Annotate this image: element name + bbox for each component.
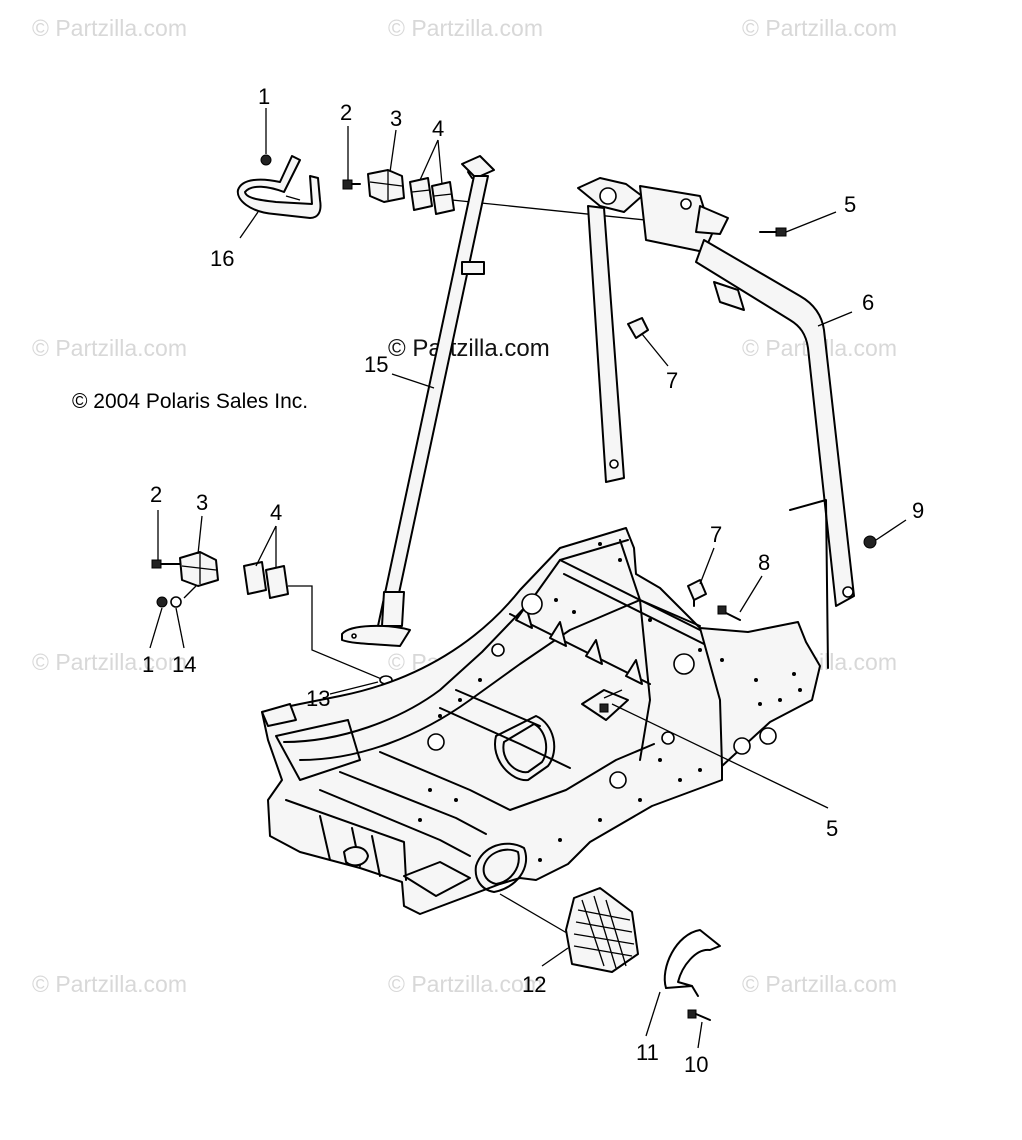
washer-part-14	[170, 596, 182, 608]
callout-9: 9	[912, 498, 924, 523]
callout-leaders	[149, 108, 907, 1049]
steering-post-part-15	[341, 155, 495, 647]
callout-4: 4	[432, 116, 444, 141]
callout-2: 2	[340, 100, 352, 125]
ring-part-11	[663, 929, 721, 997]
callout-13: 13	[306, 686, 330, 711]
callout-1: 1	[258, 84, 270, 109]
callout-1-lower: 1	[142, 652, 154, 677]
callout-8: 8	[758, 550, 770, 575]
assembly-line	[499, 893, 573, 937]
clip-part-7-upper	[627, 317, 649, 339]
callout-7-lower: 7	[710, 522, 722, 547]
clip-part-7-lower	[687, 579, 707, 607]
watermark: © Partzilla.com	[742, 971, 897, 997]
boot-part-12	[565, 887, 639, 973]
watermark: © Partzilla.com	[742, 15, 897, 41]
nut-part-9	[863, 535, 877, 549]
assembly-line	[603, 689, 623, 699]
support-edge-line	[789, 499, 829, 669]
chassis-frame	[261, 527, 821, 915]
watermark: © Partzilla.com	[32, 15, 187, 41]
steering-support-part-6	[577, 177, 855, 607]
callout-5-lower: 5	[826, 816, 838, 841]
bushing-part-3	[367, 169, 405, 203]
assembly-line	[288, 585, 385, 681]
callout-4-lower: 4	[270, 500, 282, 525]
callout-15: 15	[364, 352, 388, 377]
watermark: © Partzilla.com	[32, 971, 187, 997]
bushing-part-3-lower	[179, 551, 219, 587]
bushing-pair-part-4-lower	[243, 561, 289, 599]
callout-6: 6	[862, 290, 874, 315]
screw-part-5-upper	[759, 227, 787, 237]
watermark: © Partzilla.com	[32, 649, 187, 675]
callout-numbers: 1 2 3 4 16 15 5 6 7 2 3 4 1 14 7 8 9 13 …	[142, 84, 924, 1077]
callout-12: 12	[522, 972, 546, 997]
center-watermark: © Partzilla.com	[388, 335, 550, 362]
callout-11: 11	[636, 1040, 659, 1065]
screw-part-8	[717, 605, 741, 621]
nut-part-1	[260, 154, 272, 166]
assembly-line	[183, 585, 197, 599]
callout-16: 16	[210, 246, 234, 271]
callout-3: 3	[390, 106, 402, 131]
bolt-part-2	[342, 179, 361, 190]
callout-3-lower: 3	[196, 490, 208, 515]
callout-14: 14	[172, 652, 196, 677]
callout-7: 7	[666, 368, 678, 393]
copyright-notice: © 2004 Polaris Sales Inc.	[72, 390, 308, 413]
callout-5: 5	[844, 192, 856, 217]
watermark: © Partzilla.com	[32, 335, 187, 361]
bushing-pair-part-4	[409, 177, 455, 215]
bracket-part-16	[236, 155, 322, 219]
callout-2-lower: 2	[150, 482, 162, 507]
watermark: © Partzilla.com	[388, 971, 543, 997]
screw-part-10	[687, 1009, 711, 1021]
bolt-part-2-lower	[151, 559, 181, 569]
watermark: © Partzilla.com	[388, 15, 543, 41]
screw-part-5-lower	[599, 703, 609, 713]
nut-part-1-lower	[156, 596, 168, 608]
callout-10: 10	[684, 1052, 708, 1077]
